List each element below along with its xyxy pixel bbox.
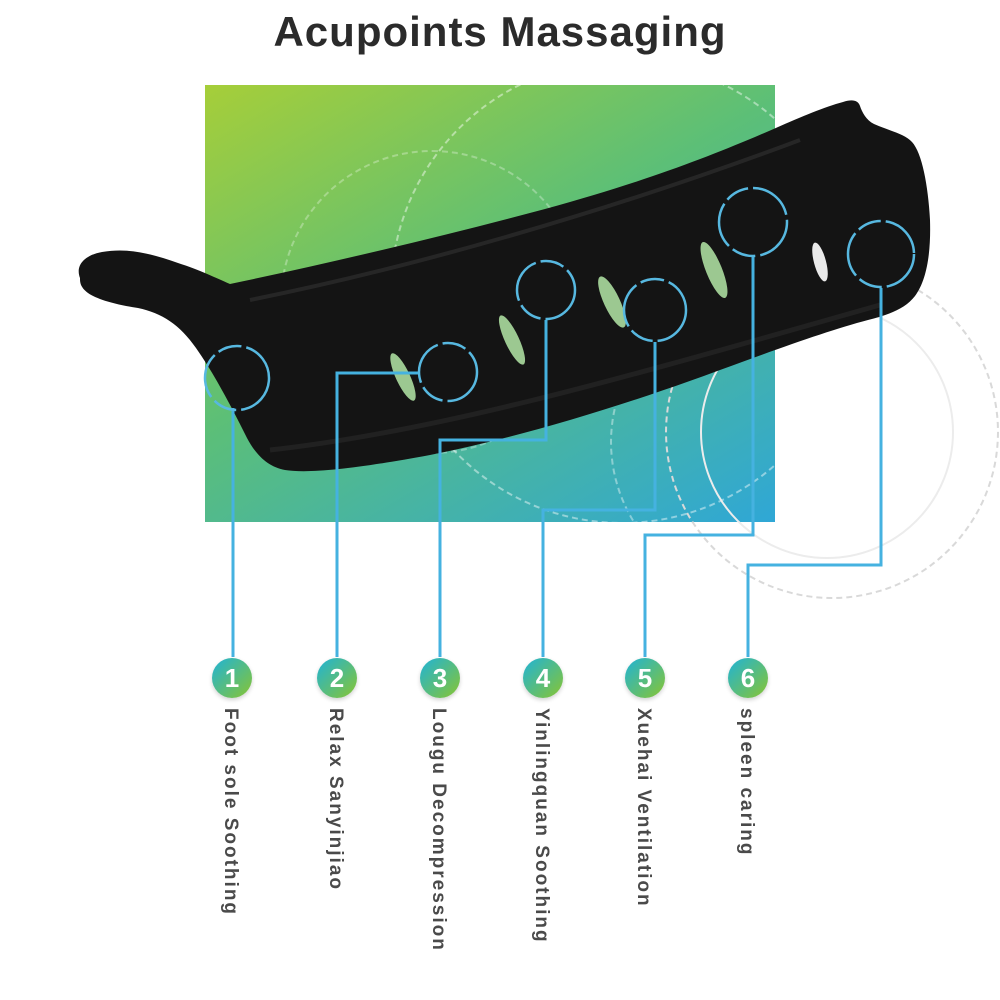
air-gap bbox=[700, 242, 728, 298]
point-badge-6: 6 bbox=[728, 658, 768, 698]
connector-lines bbox=[231, 257, 883, 657]
acupoint-ring-4 bbox=[622, 277, 688, 343]
acupoint-ring-5 bbox=[717, 186, 789, 258]
acupoint-ring-2 bbox=[417, 341, 479, 403]
page-title: Acupoints Massaging bbox=[273, 8, 727, 55]
sheen-line bbox=[269, 302, 881, 453]
air-gap bbox=[390, 353, 416, 401]
air-gap bbox=[498, 315, 526, 365]
point-label-1: Foot sole Soothing bbox=[220, 708, 241, 917]
connector-line-3 bbox=[438, 320, 548, 657]
point-label-2: Relax Sanyinjiao bbox=[325, 708, 346, 892]
connector-line-6 bbox=[746, 288, 883, 657]
point-badge-4: 4 bbox=[523, 658, 563, 698]
air-gap bbox=[598, 276, 626, 328]
connector-line-5 bbox=[643, 257, 755, 657]
point-badge-1: 1 bbox=[212, 658, 252, 698]
point-badge-2: 2 bbox=[317, 658, 357, 698]
point-label-3: Lougu Decompression bbox=[428, 708, 449, 952]
point-badge-3: 3 bbox=[420, 658, 460, 698]
acupoint-ring-3 bbox=[515, 259, 577, 321]
point-label-4: Yinlingquan Soothing bbox=[531, 708, 552, 944]
leg-massager-shape bbox=[78, 100, 931, 472]
connector-line-2 bbox=[335, 371, 419, 657]
acupoint-ring-6 bbox=[846, 219, 916, 289]
point-label-5: Xuehai Ventilation bbox=[633, 708, 654, 908]
highlight-gap bbox=[812, 242, 828, 282]
point-label-6: spleen caring bbox=[736, 708, 757, 857]
point-badge-5: 5 bbox=[625, 658, 665, 698]
acupoint-ring-1 bbox=[203, 344, 271, 412]
connector-line-4 bbox=[541, 342, 657, 657]
sheen-line bbox=[249, 138, 801, 302]
